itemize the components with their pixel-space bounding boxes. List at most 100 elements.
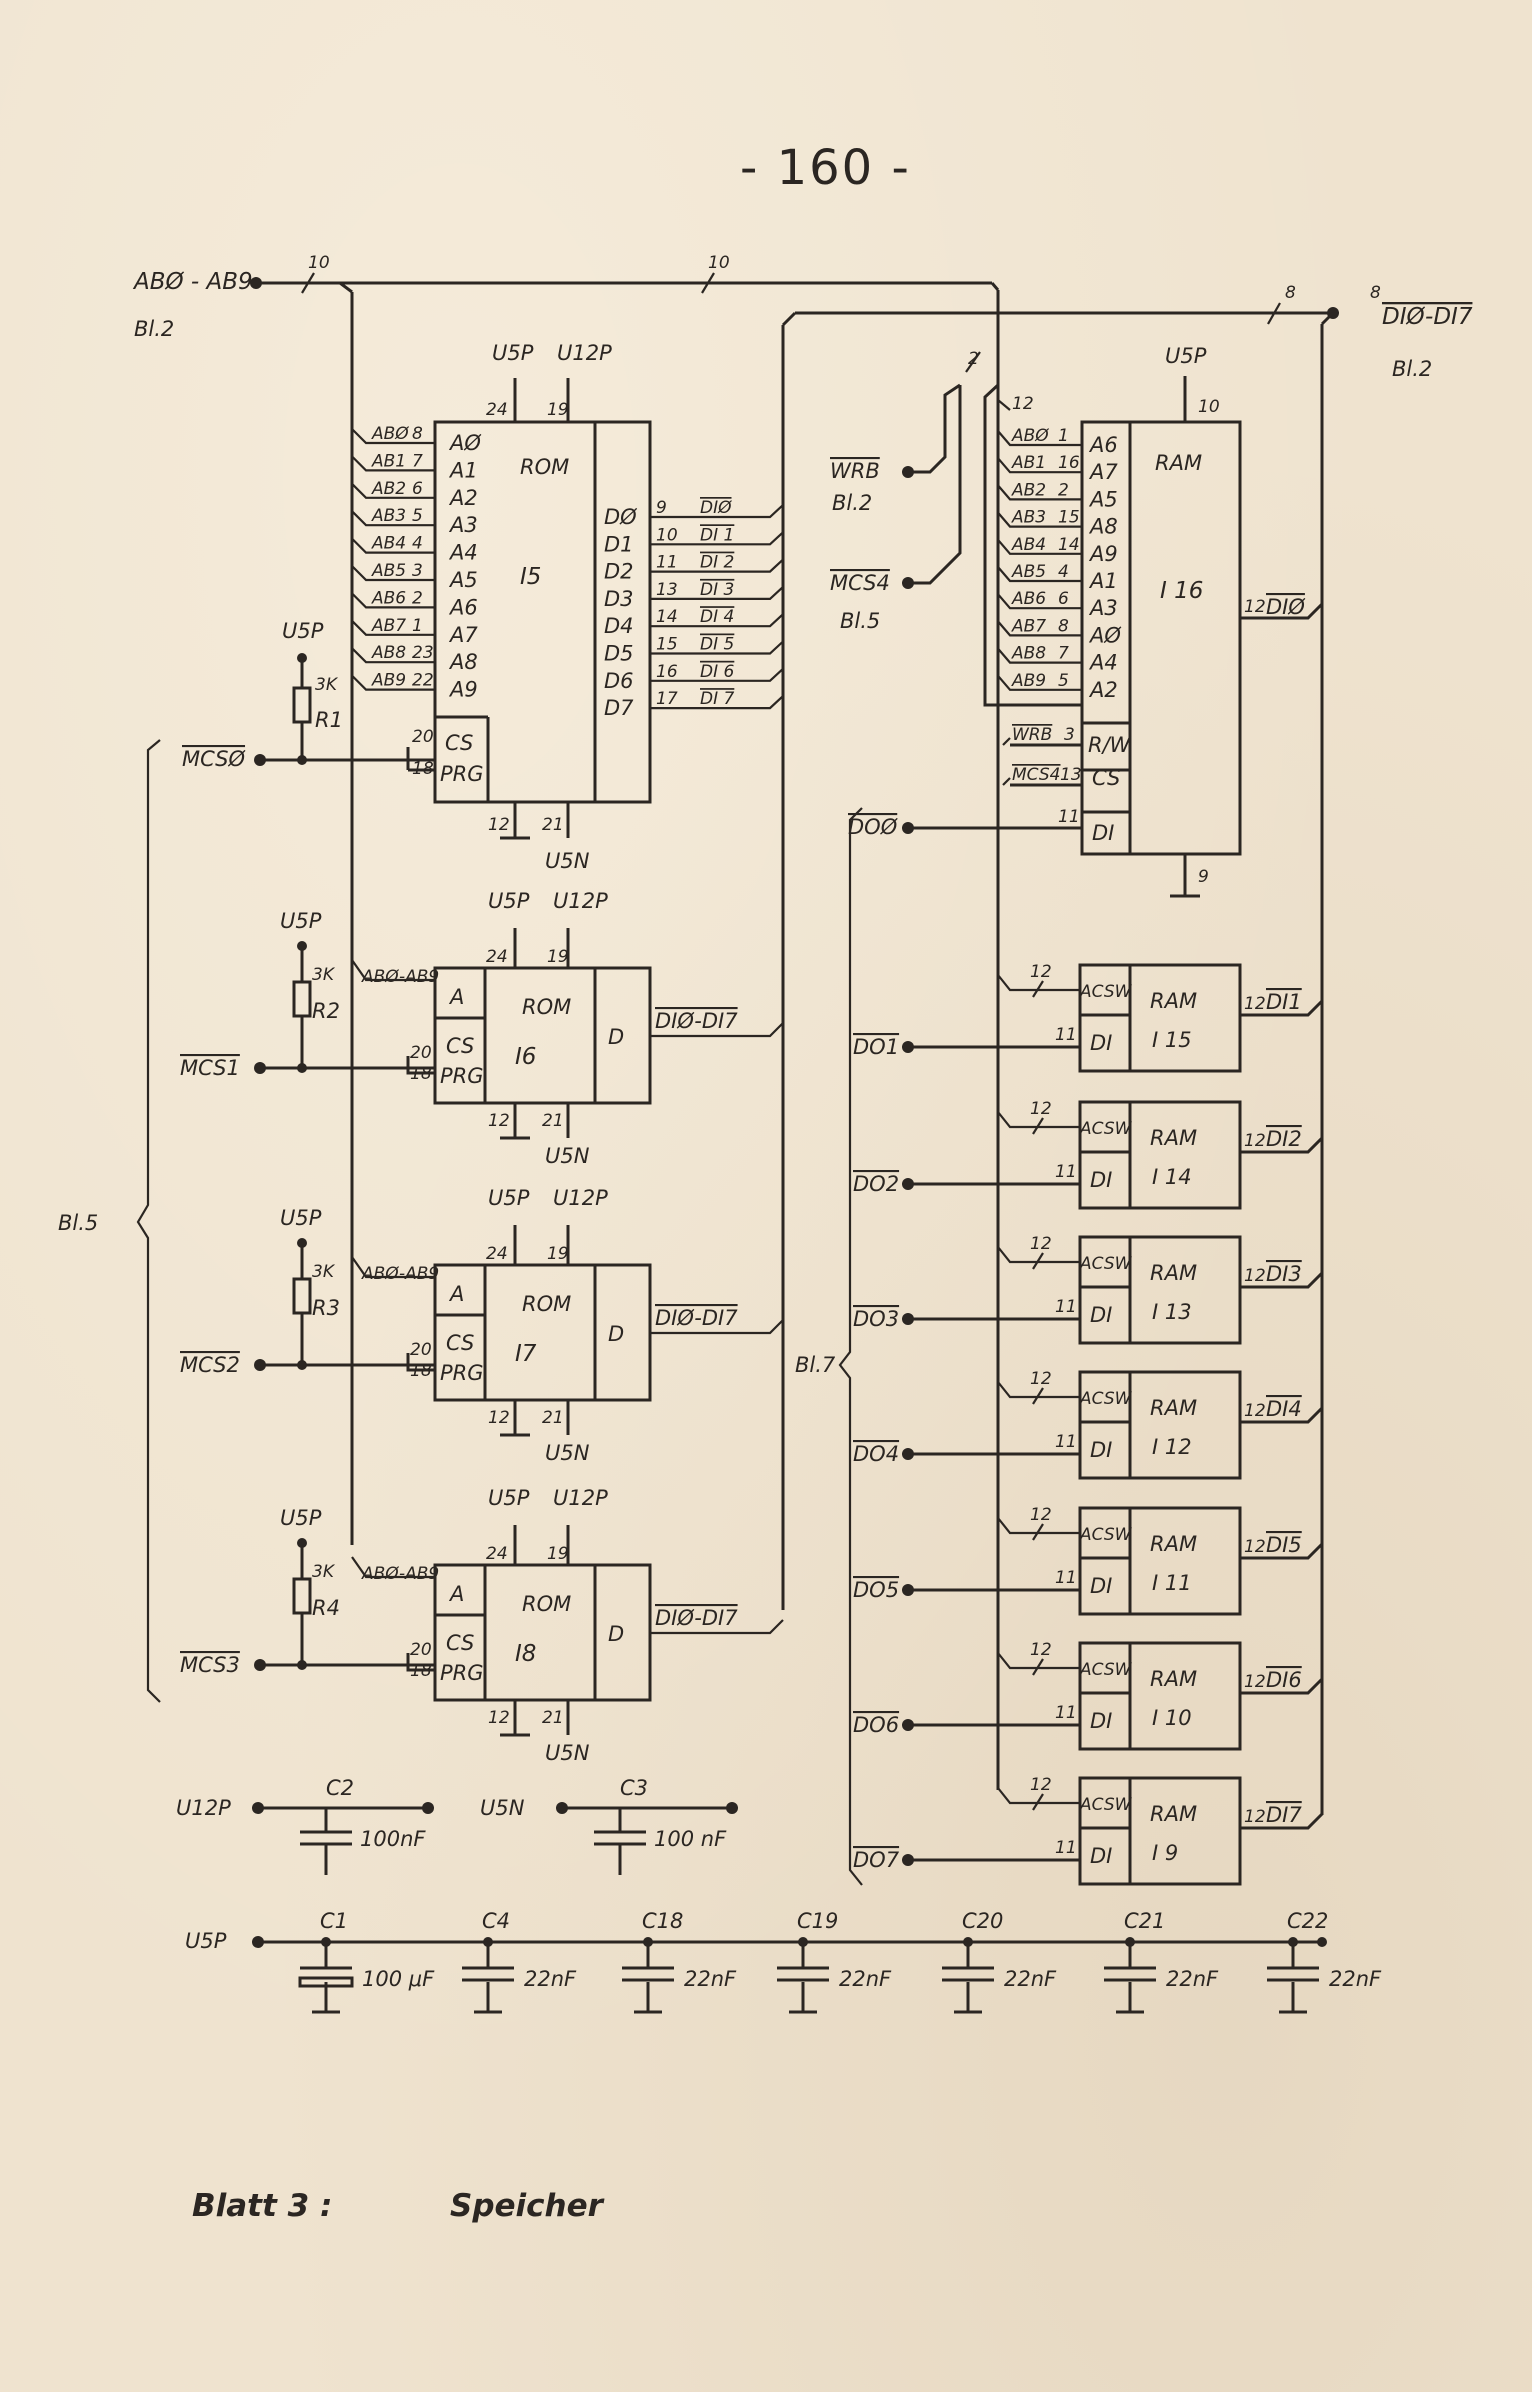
ram-acsw-label: ACSW — [1079, 1795, 1133, 1815]
ram-type: RAM — [1150, 1667, 1197, 1691]
rom-i5-name: I5 — [520, 564, 541, 590]
data-bus-width-2: 8 — [1370, 283, 1381, 303]
rom-i5-cs-net: MCSØ — [182, 747, 246, 771]
ram-name: I 15 — [1152, 1028, 1192, 1052]
ram-out-net: DI2 — [1266, 1127, 1302, 1151]
ram-acsw-label: ACSW — [1079, 1254, 1133, 1274]
rom-i5-addr-pin: 6 — [412, 479, 423, 499]
ram-i16-cs-net: MCS4 — [1012, 765, 1060, 785]
cap-bottom-value: 22nF — [684, 1967, 737, 1991]
ram-i16-addr-pin: 8 — [1058, 616, 1069, 636]
cap-bottom-name: C18 — [642, 1909, 683, 1933]
rom-i5-data-label: D6 — [604, 669, 634, 693]
ram-i16-addr-wire — [997, 566, 1082, 583]
ram-out-pin: 12 — [1244, 1266, 1266, 1286]
rom-i5-data-label: D7 — [604, 696, 634, 720]
rom-vcc-pin: 24 — [486, 1244, 508, 1264]
rom-i5-data-net: DI 7 — [700, 689, 735, 709]
rom-prg-label: PRG — [440, 1661, 484, 1685]
ram-name: I 14 — [1152, 1165, 1192, 1189]
ram-i16-di-pin: 11 — [1058, 807, 1080, 827]
ram-di-pin: 11 — [1055, 1568, 1077, 1588]
address-bus-label: ABØ - AB9 — [132, 269, 253, 295]
rom-d-label: D — [608, 1025, 624, 1049]
rom-addr-bus: ABØ-AB9 — [361, 1564, 439, 1584]
rom-i5-vcc: U5P — [492, 341, 534, 365]
ram-do-net: DO4 — [853, 1442, 899, 1466]
rom-cs-net: MCS1 — [180, 1056, 240, 1080]
ram-i16-mcs4-ref: Bl.5 — [840, 609, 880, 633]
ram-do-net: DO1 — [853, 1035, 899, 1059]
rom-r-value: 3K — [312, 965, 336, 985]
rom-pullup: U5P — [280, 1506, 322, 1530]
cs-bracket: Bl.5 — [58, 739, 161, 1703]
rom-d-label: D — [608, 1322, 624, 1346]
ram-i16-rw-pin: 3 — [1064, 725, 1075, 745]
ram-i16-addr-wire — [997, 484, 1082, 501]
rom-i5-addr-wire — [351, 674, 435, 691]
rom-i5-pullup: U5P — [282, 619, 324, 643]
rom-prg-pin: 18 — [410, 1361, 432, 1381]
ram-i16-addr-net: AB8 — [1011, 644, 1046, 664]
rom-i5-addr-wire — [351, 510, 435, 527]
rom-r-name: R3 — [312, 1296, 340, 1320]
ram-out-pin: 12 — [1244, 1537, 1266, 1557]
rom-i5-data-pin: 14 — [656, 607, 678, 627]
rom-i5-addr-label: A1 — [448, 458, 478, 482]
rom-i5-addr-net: AB2 — [371, 479, 406, 499]
ram-do-net: DO7 — [853, 1848, 900, 1872]
rom-i5-addr-wire — [351, 620, 435, 636]
ram-i16-addr-label: A4 — [1088, 651, 1118, 675]
ram-i16-bus-top: 2 — [968, 349, 979, 369]
ram-i16-addr-label: A2 — [1088, 678, 1118, 702]
rom-i5-data-wire — [650, 640, 784, 655]
data-bus-ref: Bl.2 — [1392, 357, 1432, 381]
ram-name: I 10 — [1152, 1706, 1192, 1730]
rom-type: ROM — [522, 995, 571, 1019]
rom-i5-data-pin: 16 — [656, 662, 678, 682]
rom-prg-pin: 18 — [410, 1064, 432, 1084]
rom-i5-data-net: DI 4 — [700, 607, 734, 627]
ram-i16-addr-pin: 7 — [1058, 644, 1069, 664]
cap-bottom-value: 22nF — [1004, 1967, 1057, 1991]
rom-i5-addr-net: AB4 — [371, 534, 406, 554]
ram-di-label: DI — [1090, 1844, 1112, 1868]
ram-i16-addr-wire — [997, 457, 1082, 474]
rom-i5-r-name: R1 — [315, 708, 343, 732]
rom-i5-addr-label: A3 — [448, 513, 478, 537]
cap-bottom-value: 100 μF — [362, 1967, 435, 1991]
caps-bottom-rail: U5P — [185, 1929, 227, 1953]
ram-i16-vcc: U5P — [1165, 344, 1207, 368]
rom-r-name: R2 — [312, 999, 340, 1023]
ram-di-label: DI — [1090, 1031, 1112, 1055]
ram-i16-vcc-pin: 10 — [1198, 397, 1220, 417]
rom-a-label: A — [448, 1282, 464, 1306]
address-bus-ref: Bl.2 — [134, 317, 174, 341]
rom-neg-pin: 21 — [542, 1708, 564, 1728]
rom-r-value: 3K — [312, 1262, 336, 1282]
ram-bus-pin: 12 — [1030, 1234, 1052, 1254]
rom-i5-data-pin: 10 — [656, 525, 678, 545]
ram-type: RAM — [1150, 1532, 1197, 1556]
cap-bottom-value: 22nF — [1329, 1967, 1382, 1991]
ram-i16-addr-net: AB3 — [1011, 508, 1046, 528]
ram-do-net: DO2 — [853, 1172, 899, 1196]
cap-bottom-name: C22 — [1287, 1909, 1328, 1933]
rom-i5-prg-label: PRG — [440, 762, 484, 786]
rom-i5-addr-label: A9 — [448, 678, 478, 702]
rom-vcc: U5P — [488, 889, 530, 913]
ram-out-pin: 12 — [1244, 1131, 1266, 1151]
cap-top-name: C3 — [620, 1776, 648, 1800]
rom-neg: U5N — [545, 1741, 590, 1765]
ram-i16-type: RAM — [1155, 451, 1202, 475]
rom-i5-gnd-pin: 12 — [488, 815, 510, 835]
